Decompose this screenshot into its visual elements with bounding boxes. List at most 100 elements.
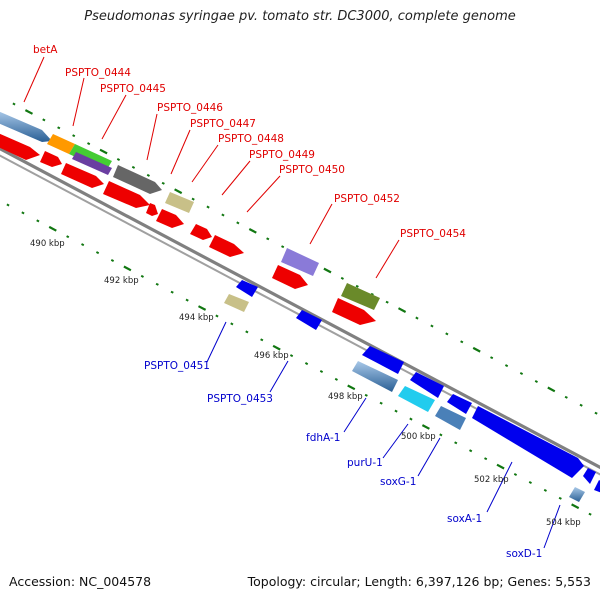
scale-minor-tick <box>385 300 389 304</box>
gene-arrow[interactable] <box>209 235 244 257</box>
kbp-tick-labels: 490 kbp 492 kbp 494 kbp 496 kbp 498 kbp … <box>30 239 581 528</box>
map-title: Pseudomonas syringae pv. tomato str. DC3… <box>84 9 516 24</box>
feature-PSPTO_0447[interactable] <box>165 192 194 213</box>
gene-arrow[interactable] <box>190 224 212 240</box>
label-PSPTO_0451[interactable]: PSPTO_0451 <box>144 360 210 372</box>
scale-minor-tick <box>370 292 374 296</box>
scale-major-tick <box>99 148 108 155</box>
scale-minor-tick <box>340 276 344 280</box>
feature-purU-1[interactable] <box>398 386 435 412</box>
scale-minor-tick <box>155 282 159 286</box>
label-PSPTO_0446[interactable]: PSPTO_0446 <box>157 102 223 114</box>
scale-minor-tick <box>289 354 294 358</box>
gene-arrow[interactable] <box>146 203 158 216</box>
feature-soxD-1[interactable] <box>569 487 585 502</box>
feature-betA[interactable] <box>0 111 52 142</box>
gene-arrow[interactable] <box>103 181 150 208</box>
scale-minor-tick <box>281 245 285 249</box>
scale-minor-tick <box>245 330 249 334</box>
label-soxD-1[interactable]: soxD-1 <box>506 548 542 560</box>
scale-minor-tick <box>439 433 443 437</box>
feature-soxG-1[interactable] <box>435 406 466 430</box>
callout-lines <box>23 56 561 549</box>
feature-PSPTO_0445-b[interactable] <box>72 152 112 175</box>
scale-major-tick <box>123 265 132 272</box>
label-PSPTO_0447[interactable]: PSPTO_0447 <box>190 118 256 130</box>
feature-soxA-1[interactable] <box>472 406 584 478</box>
scale-minor-tick <box>12 102 16 106</box>
scale-minor-tick <box>140 274 144 278</box>
accession-text: Accession: NC_004578 <box>9 574 152 589</box>
label-purU-1[interactable]: purU-1 <box>347 457 383 469</box>
scale-minor-tick <box>504 364 509 368</box>
gene-arrow[interactable] <box>0 133 40 160</box>
scale-minor-tick <box>484 457 488 461</box>
label-PSPTO_0450[interactable]: PSPTO_0450 <box>279 164 345 176</box>
tick-label: 494 kbp <box>179 313 214 323</box>
scale-minor-tick <box>161 181 165 185</box>
scale-minor-tick <box>57 126 61 130</box>
scale-major-tick <box>547 386 556 393</box>
scale-minor-tick <box>81 243 85 247</box>
scale-minor-tick <box>42 118 46 122</box>
label-betA[interactable]: betA <box>33 44 58 56</box>
scale-minor-tick <box>430 324 434 328</box>
label-PSPTO_0449[interactable]: PSPTO_0449 <box>249 149 315 161</box>
scale-minor-tick <box>364 393 368 397</box>
scale-minor-tick <box>445 332 449 336</box>
scale-major-tick <box>174 188 183 195</box>
gene-arrow[interactable] <box>236 280 258 297</box>
scale-minor-tick <box>379 401 383 405</box>
scale-minor-tick <box>394 409 398 413</box>
tick-label: 490 kbp <box>30 239 65 249</box>
feature-PSPTO_0446[interactable] <box>113 165 162 194</box>
label-PSPTO_0453[interactable]: PSPTO_0453 <box>207 393 273 405</box>
scale-major-tick <box>496 463 505 470</box>
label-fdhA-1[interactable]: fdhA-1 <box>306 432 340 444</box>
label-PSPTO_0454[interactable]: PSPTO_0454 <box>400 228 466 240</box>
tick-label: 496 kbp <box>254 351 289 361</box>
feature-PSPTO_0444[interactable] <box>47 134 75 154</box>
scale-minor-tick <box>319 370 324 373</box>
label-PSPTO_0444[interactable]: PSPTO_0444 <box>65 67 131 79</box>
feature-PSPTO_0452[interactable] <box>281 248 319 276</box>
tick-label: 504 kbp <box>546 518 581 528</box>
scale-minor-tick <box>454 441 458 445</box>
gene-arrow[interactable] <box>272 265 308 289</box>
gene-arrow[interactable] <box>156 209 184 228</box>
scale-minor-tick <box>116 158 121 161</box>
scale-minor-tick <box>206 205 210 209</box>
label-soxA-1[interactable]: soxA-1 <box>447 513 482 525</box>
gene-arrow[interactable] <box>61 163 104 188</box>
label-PSPTO_0445[interactable]: PSPTO_0445 <box>100 83 166 95</box>
gene-arrow[interactable] <box>583 468 596 484</box>
scale-minor-tick <box>221 213 225 217</box>
scale-minor-tick <box>236 221 240 225</box>
scale-minor-tick <box>185 298 189 302</box>
gene-arrow[interactable] <box>447 394 472 414</box>
scale-minor-tick <box>409 417 413 421</box>
scale-minor-tick <box>534 380 538 383</box>
gene-arrow[interactable] <box>410 372 444 398</box>
scale-major-tick <box>397 307 407 313</box>
tick-label: 498 kbp <box>328 392 363 402</box>
scale-major-tick <box>347 384 356 391</box>
scale-minor-tick <box>191 197 195 201</box>
feature-PSPTO_0454[interactable] <box>341 283 380 310</box>
gene-arrow[interactable] <box>40 151 62 167</box>
label-PSPTO_0448[interactable]: PSPTO_0448 <box>218 133 284 145</box>
scale-major-tick <box>421 424 430 430</box>
label-PSPTO_0452[interactable]: PSPTO_0452 <box>334 193 400 205</box>
scale-minor-tick <box>87 142 91 146</box>
gene-arrow[interactable] <box>296 310 322 330</box>
label-soxG-1[interactable]: soxG-1 <box>380 476 416 488</box>
feature-PSPTO_0451[interactable] <box>224 294 249 312</box>
gene-arrow[interactable] <box>594 480 600 493</box>
reverse-strand-genes <box>224 280 600 502</box>
gene-arrow[interactable] <box>362 346 404 374</box>
scale-major-tick <box>24 109 34 115</box>
gene-arrow[interactable] <box>332 298 376 325</box>
feature-fdhA-1[interactable] <box>352 361 398 392</box>
tick-label: 492 kbp <box>104 276 139 286</box>
